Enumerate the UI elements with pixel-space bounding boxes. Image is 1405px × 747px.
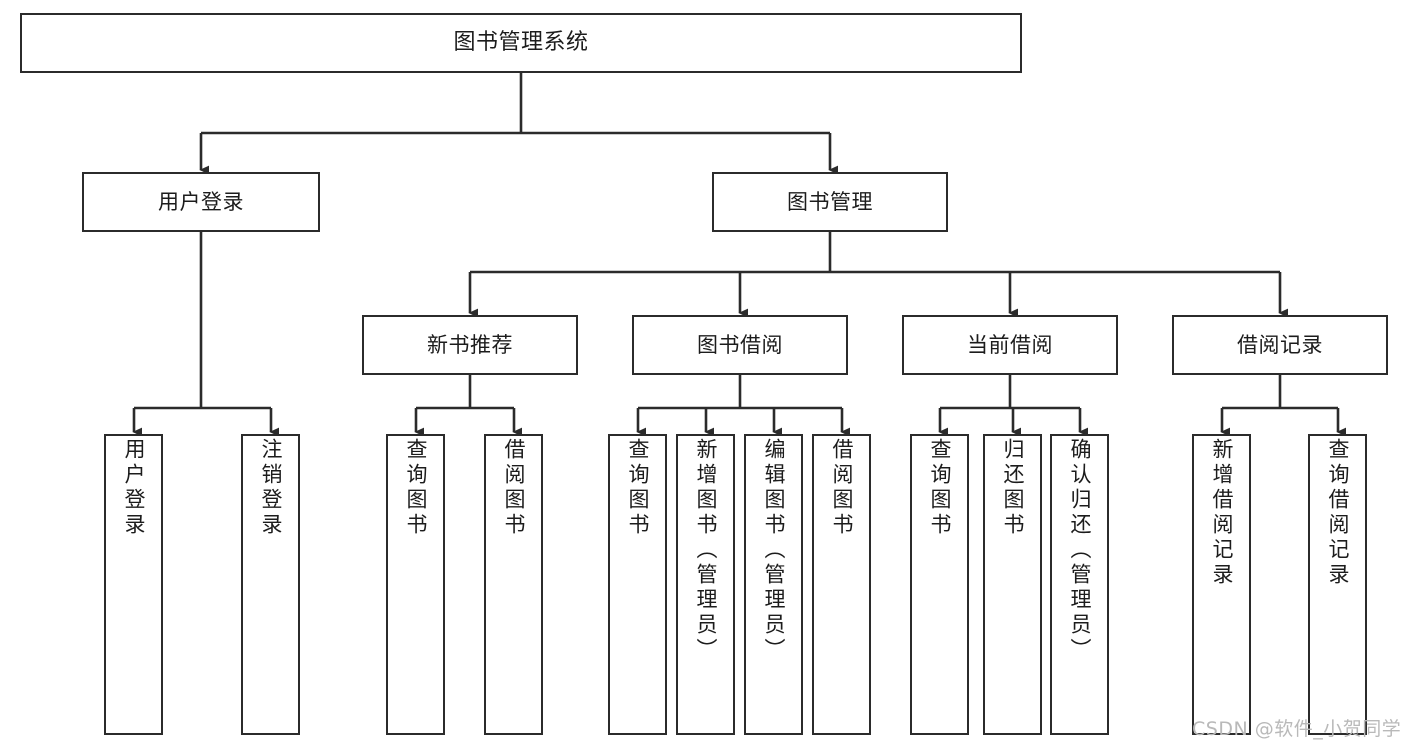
node-label: 查询借阅记录 — [1326, 438, 1350, 588]
watermark-csdn: CSDN @软件_小贺同学 — [1192, 718, 1402, 740]
node-label: 查询图书 — [404, 438, 428, 538]
node-label: 注销登录 — [259, 438, 283, 538]
node-label: 当前借阅 — [967, 332, 1053, 357]
node-book-borrow[interactable]: 图书借阅 — [632, 315, 848, 375]
node-borrow-record[interactable]: 借阅记录 — [1172, 315, 1388, 375]
node-label: 图书管理 — [787, 189, 873, 214]
node-current-borrow[interactable]: 当前借阅 — [902, 315, 1118, 375]
leaf-current-return-book[interactable]: 归还图书 — [983, 434, 1042, 735]
leaf-borrow-add-book-admin[interactable]: 新增图书（管理员） — [676, 434, 735, 735]
node-label: 编辑图书（管理员） — [762, 438, 786, 663]
node-label: 新书推荐 — [427, 332, 513, 357]
node-label: 新增借阅记录 — [1210, 438, 1234, 588]
node-label: 图书借阅 — [697, 332, 783, 357]
node-user-login[interactable]: 用户登录 — [82, 172, 320, 232]
node-label: 用户登录 — [158, 189, 244, 214]
leaf-current-confirm-return-admin[interactable]: 确认归还（管理员） — [1050, 434, 1109, 735]
node-label: 借阅记录 — [1237, 332, 1323, 357]
node-label: 归还图书 — [1001, 438, 1025, 538]
node-label: 借阅图书 — [502, 438, 526, 538]
node-label: 借阅图书 — [830, 438, 854, 538]
node-label: 查询图书 — [928, 438, 952, 538]
leaf-user-login[interactable]: 用户登录 — [104, 434, 163, 735]
node-label: 新增图书（管理员） — [694, 438, 718, 663]
leaf-user-logout[interactable]: 注销登录 — [241, 434, 300, 735]
leaf-record-query-record[interactable]: 查询借阅记录 — [1308, 434, 1367, 735]
leaf-newbook-query-book[interactable]: 查询图书 — [386, 434, 445, 735]
leaf-borrow-edit-book-admin[interactable]: 编辑图书（管理员） — [744, 434, 803, 735]
node-label: 用户登录 — [122, 438, 146, 538]
node-root-system[interactable]: 图书管理系统 — [20, 13, 1022, 73]
leaf-borrow-lend-book[interactable]: 借阅图书 — [812, 434, 871, 735]
node-book-management[interactable]: 图书管理 — [712, 172, 948, 232]
leaf-record-add-record[interactable]: 新增借阅记录 — [1192, 434, 1251, 735]
node-new-book-recommend[interactable]: 新书推荐 — [362, 315, 578, 375]
leaf-current-query-book[interactable]: 查询图书 — [910, 434, 969, 735]
leaf-newbook-borrow-book[interactable]: 借阅图书 — [484, 434, 543, 735]
node-label: 确认归还（管理员） — [1068, 438, 1092, 663]
node-label: 查询图书 — [626, 438, 650, 538]
leaf-borrow-query-book[interactable]: 查询图书 — [608, 434, 667, 735]
node-label: 图书管理系统 — [453, 30, 589, 56]
